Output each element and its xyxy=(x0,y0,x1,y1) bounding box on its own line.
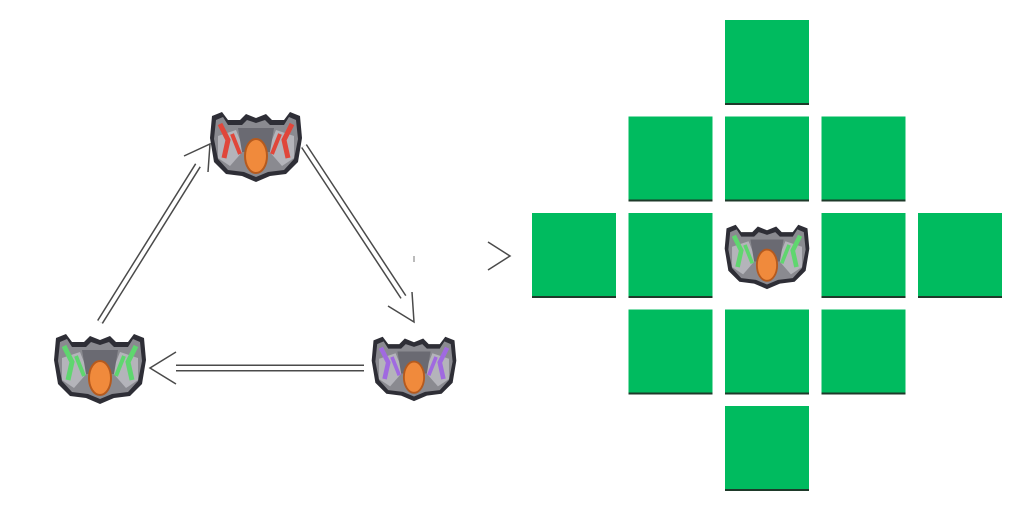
move-tile-r3-c3[interactable] xyxy=(821,309,906,394)
move-tile-r2-c1[interactable] xyxy=(628,213,713,297)
move-tile-r4-c2[interactable] xyxy=(725,406,809,490)
arrow-purple-to-green xyxy=(148,351,364,385)
move-tile-r3-c1[interactable] xyxy=(628,309,713,394)
green-ship-icon[interactable] xyxy=(54,334,146,404)
arrow-red-to-purple xyxy=(301,144,415,324)
move-tile-r1-c1[interactable] xyxy=(628,116,713,201)
red-ship-icon[interactable] xyxy=(210,112,302,182)
movement-grid xyxy=(532,20,1002,491)
move-tile-r2-c0[interactable] xyxy=(532,213,616,297)
move-tile-r1-c3[interactable] xyxy=(821,116,906,201)
move-tile-r1-c2[interactable] xyxy=(725,116,809,201)
move-tile-r0-c2[interactable] xyxy=(725,20,809,104)
cycle-arrows xyxy=(97,142,415,385)
move-tile-r3-c2[interactable] xyxy=(725,309,809,394)
arrow-green-to-red xyxy=(97,142,211,324)
purple-ship-icon[interactable] xyxy=(372,337,457,401)
grid-center-ship-icon[interactable] xyxy=(725,225,810,289)
move-tile-r2-c3[interactable] xyxy=(821,213,906,297)
transition-arrow xyxy=(413,241,512,271)
move-tile-r2-c4[interactable] xyxy=(918,213,1002,297)
